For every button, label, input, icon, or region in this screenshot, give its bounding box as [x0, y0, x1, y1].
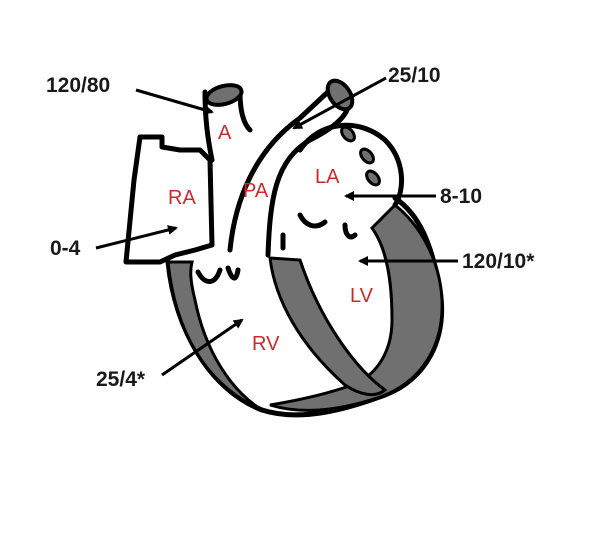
- aorta-pressure-arrow: [135, 88, 214, 115]
- mitral-valve: [297, 212, 358, 240]
- pulmonary-artery-label: PA: [243, 180, 269, 202]
- aorta-label: A: [218, 122, 232, 144]
- pulmonary-artery-pressure-label: 25/10: [388, 64, 441, 87]
- right-atrium-outline: [123, 134, 215, 265]
- left-atrium-outline: [297, 122, 405, 208]
- pulmonary-vein-2: [359, 147, 375, 165]
- pulmonary-artery-opening: [325, 78, 355, 112]
- right-ventricle-pressure-arrow: [161, 318, 244, 377]
- left-atrium-pressure-label: 8-10: [440, 185, 482, 208]
- right-atrium-label: RA: [168, 187, 196, 209]
- left-ventricle-label: LV: [350, 285, 374, 307]
- right-ventricle-wall: [166, 260, 263, 412]
- interventricular-septum: [268, 256, 388, 397]
- left-ventricle-wall: [269, 202, 444, 412]
- aorta-pressure-label: 120/80: [46, 74, 110, 97]
- right-atrium-pressure-arrow: [95, 225, 178, 250]
- aorta-opening: [204, 83, 244, 107]
- right-ventricle-pressure-label: 25/4*: [96, 368, 146, 391]
- right-atrium-pressure-label: 0-4: [50, 237, 81, 260]
- pulmonary-vein-1: [340, 125, 356, 143]
- right-ventricle-label: RV: [252, 333, 280, 355]
- left-ventricle-pressure-label: 120/10*: [462, 250, 535, 273]
- pulmonary-artery-pressure-arrow: [292, 76, 387, 130]
- pulmonary-vein-3: [365, 169, 381, 187]
- tricuspid-valve: [195, 265, 241, 284]
- left-atrium-label: LA: [315, 166, 340, 188]
